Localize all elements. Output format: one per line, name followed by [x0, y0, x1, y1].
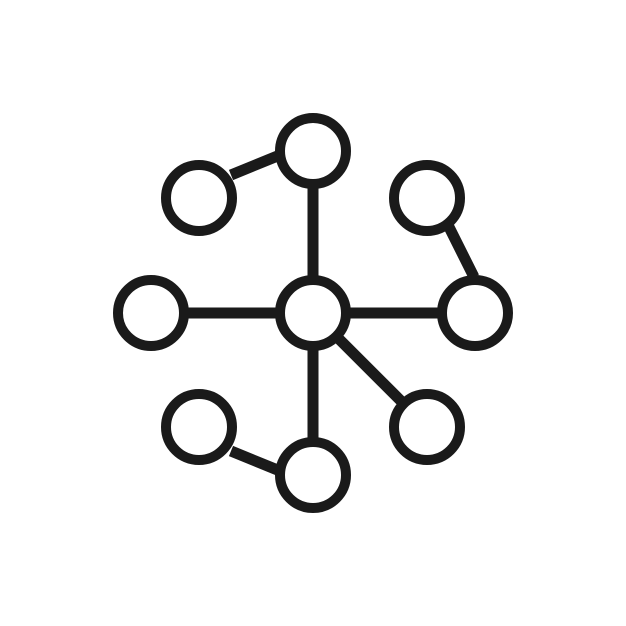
node-center: [275, 275, 351, 351]
node-upper-left: [161, 160, 237, 236]
node-top: [275, 113, 351, 189]
edge-right-upper-right: [442, 220, 479, 280]
edge-top-upper-left: [228, 149, 283, 181]
node-left: [113, 275, 189, 351]
edge-bottom-lower-left: [228, 445, 283, 477]
network-edges: [187, 149, 479, 477]
node-lower-left: [161, 389, 237, 465]
node-lower-right: [389, 389, 465, 465]
node-upper-right: [389, 160, 465, 236]
edge-center-lower-right: [335, 335, 405, 405]
node-right: [437, 275, 513, 351]
node-bottom: [275, 437, 351, 513]
network-nodes: [113, 113, 513, 513]
